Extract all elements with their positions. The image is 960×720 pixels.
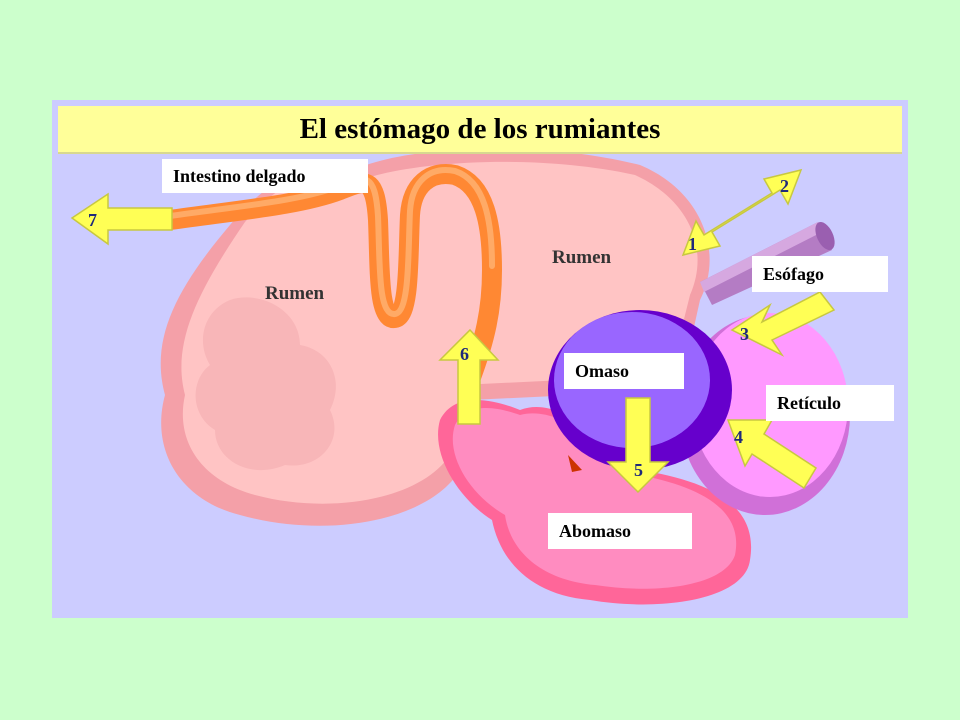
arrow-7: 7 — [70, 192, 173, 246]
label-reticulo-text: Retículo — [777, 392, 841, 413]
label-intestino-delgado: Intestino delgado — [162, 159, 368, 193]
arrow-1-2: 1 2 — [681, 168, 803, 257]
label-esofago-text: Esófago — [763, 263, 825, 284]
rumen-label-right: Rumen — [552, 247, 612, 268]
rumen-lobe-shadow — [195, 297, 336, 471]
svg-text:3: 3 — [740, 324, 749, 344]
rumen-label-left: Rumen — [265, 283, 325, 304]
label-abomaso: Abomaso — [548, 513, 692, 549]
label-omaso: Omaso — [564, 353, 684, 389]
label-abomaso-text: Abomaso — [559, 520, 632, 541]
svg-text:1: 1 — [688, 234, 697, 254]
label-reticulo: Retículo — [766, 385, 894, 421]
label-omaso-text: Omaso — [575, 360, 629, 381]
arrow-6: 6 — [438, 328, 500, 425]
arrow-5: 5 — [606, 397, 670, 494]
page-title: El estómago de los rumiantes — [299, 112, 661, 145]
svg-text:4: 4 — [734, 427, 743, 447]
svg-text:5: 5 — [634, 460, 643, 480]
omaso-notch — [568, 455, 582, 472]
label-intestino-text: Intestino delgado — [173, 165, 306, 186]
svg-text:6: 6 — [460, 344, 469, 364]
arrow-3: 3 — [730, 291, 836, 357]
svg-text:7: 7 — [88, 210, 97, 230]
title-bar: El estómago de los rumiantes — [58, 106, 902, 154]
arrow-4: 4 — [726, 419, 818, 490]
label-esofago: Esófago — [752, 256, 888, 292]
svg-text:2: 2 — [780, 176, 789, 196]
